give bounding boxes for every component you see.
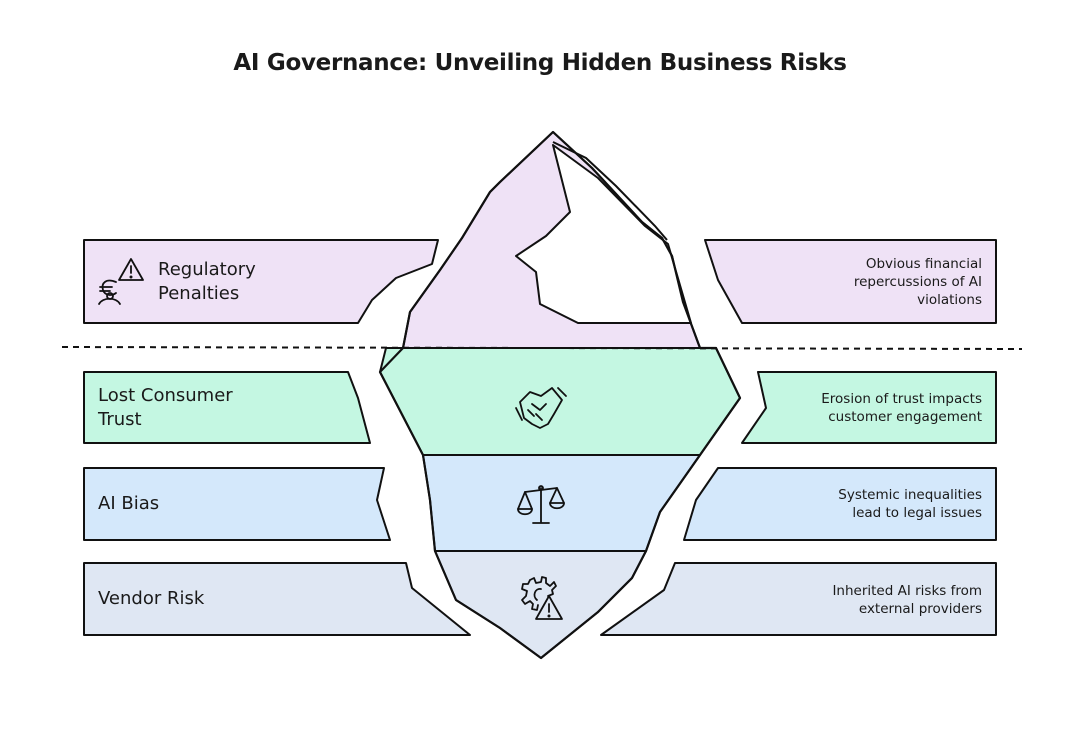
layer-lost-consumer-trust [83,347,997,456]
label-vendor-risk: Vendor Risk [98,587,204,611]
label-line: AI Bias [98,493,160,514]
label-ai-bias: AI Bias [98,492,159,516]
description-lost-consumer-trust: Erosion of trust impacts customer engage… [821,390,982,426]
left-band-trust [83,371,371,444]
left-band-bias [83,467,391,541]
description-regulatory-penalties: Obvious financial repercussions of AI vi… [854,255,982,309]
right-band-trust [741,371,997,444]
description-line: external providers [858,601,982,617]
label-line: Vendor Risk [98,588,205,609]
layer-vendor-risk [83,550,997,659]
description-line: Systemic inequalities [838,487,982,503]
label-line: Lost Consumer [98,385,233,406]
description-ai-bias: Systemic inequalities lead to legal issu… [838,486,982,522]
layer-regulatory-penalties [83,131,997,349]
right-band-regulatory [704,239,997,324]
description-vendor-risk: Inherited AI risks from external provide… [832,582,982,618]
scales-icon [517,485,565,524]
label-regulatory-penalties: Regulatory Penalties [158,258,256,306]
label-line: Trust [98,409,142,430]
description-line: Inherited AI risks from [832,583,982,599]
iceberg-middle-band [379,347,741,456]
left-band-vendor [83,562,471,636]
money-warning-icon [98,258,144,305]
description-line: violations [917,292,982,308]
description-line: Obvious financial [865,256,982,272]
right-band-vendor [600,562,997,636]
diagram-title: AI Governance: Unveiling Hidden Business… [233,50,847,76]
iceberg-outline [378,130,742,660]
gear-warning-icon [521,576,563,620]
description-line: repercussions of AI [853,274,982,290]
description-line: lead to legal issues [852,505,982,521]
label-lost-consumer-trust: Lost Consumer Trust [98,384,233,432]
description-line: Erosion of trust impacts [821,391,982,407]
iceberg-bottom-band [434,550,647,659]
description-line: customer engagement [828,409,982,425]
right-band-bias [683,467,997,541]
left-band-regulatory [83,239,439,324]
label-line: Penalties [158,283,240,304]
handshake-icon [515,387,567,429]
label-line: Regulatory [158,259,256,280]
